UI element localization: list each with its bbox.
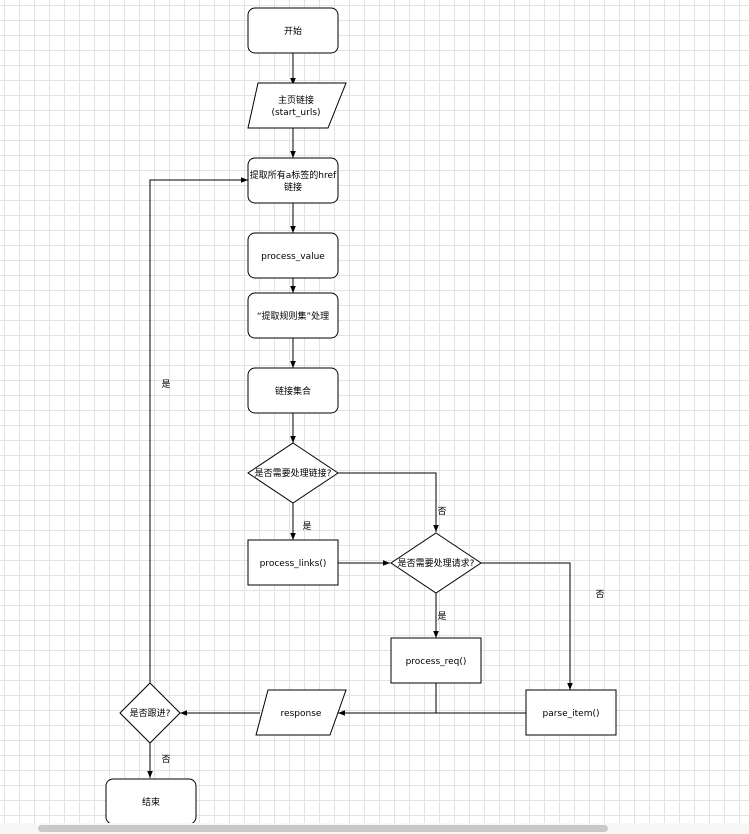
node-process-links-label: process_links() (260, 559, 327, 569)
node-end[interactable]: 结束 (105, 778, 197, 825)
node-start-urls-line1: 主页链接 (278, 94, 314, 106)
node-extract-href-line2: 链接 (284, 181, 302, 193)
edge-links-no[interactable] (338, 472, 439, 532)
scrollbar-thumb[interactable] (38, 825, 608, 832)
edge-req-no[interactable] (481, 562, 573, 690)
node-need-req-decision[interactable]: 是否需要处理请求? (390, 532, 482, 594)
node-process-value-label: process_value (261, 252, 325, 262)
node-follow-decision[interactable]: 是否跟进? (119, 682, 181, 744)
label-follow-yes: 是 (161, 379, 170, 390)
node-extract-href[interactable]: 提取所有a标签的href 链接 (247, 157, 339, 204)
label-req-no: 否 (595, 589, 604, 600)
node-parse-item[interactable]: parse_item() (525, 689, 617, 736)
node-response[interactable]: response (255, 689, 347, 736)
node-end-label: 结束 (142, 796, 160, 808)
node-process-req[interactable]: process_req() (390, 637, 482, 684)
node-need-req-label: 是否需要处理请求? (398, 557, 475, 569)
edge-follow-yes[interactable] (149, 177, 248, 683)
node-process-req-label: process_req() (406, 657, 467, 667)
node-rules[interactable]: “提取规则集”处理 (247, 292, 339, 339)
node-rules-label: “提取规则集”处理 (257, 310, 329, 322)
node-extract-href-line1: 提取所有a标签的href (250, 169, 337, 181)
node-process-value[interactable]: process_value (247, 232, 339, 279)
node-parse-item-label: parse_item() (542, 709, 599, 719)
node-link-set[interactable]: 链接集合 (247, 367, 339, 414)
node-response-label: response (281, 709, 322, 719)
node-process-links[interactable]: process_links() (247, 539, 339, 586)
horizontal-scrollbar[interactable] (0, 823, 749, 834)
edge-process-req-to-response[interactable] (338, 683, 437, 716)
node-need-links-decision[interactable]: 是否需要处理链接? (247, 442, 339, 504)
node-start-urls[interactable]: 主页链接 (start_urls) (247, 82, 347, 129)
label-links-yes: 是 (302, 521, 311, 532)
node-start[interactable]: 开始 (247, 7, 339, 54)
node-start-urls-line2: (start_urls) (271, 108, 320, 118)
node-link-set-label: 链接集合 (275, 385, 311, 397)
node-start-label: 开始 (284, 25, 302, 37)
label-req-yes: 是 (437, 611, 446, 622)
label-links-no: 否 (437, 506, 446, 517)
edge-labels: 是 是 否 是 否 否 (161, 379, 604, 765)
node-need-links-label: 是否需要处理链接? (255, 467, 332, 479)
label-follow-no: 否 (161, 754, 170, 765)
node-follow-label: 是否跟进? (130, 708, 171, 719)
edges (147, 53, 573, 778)
